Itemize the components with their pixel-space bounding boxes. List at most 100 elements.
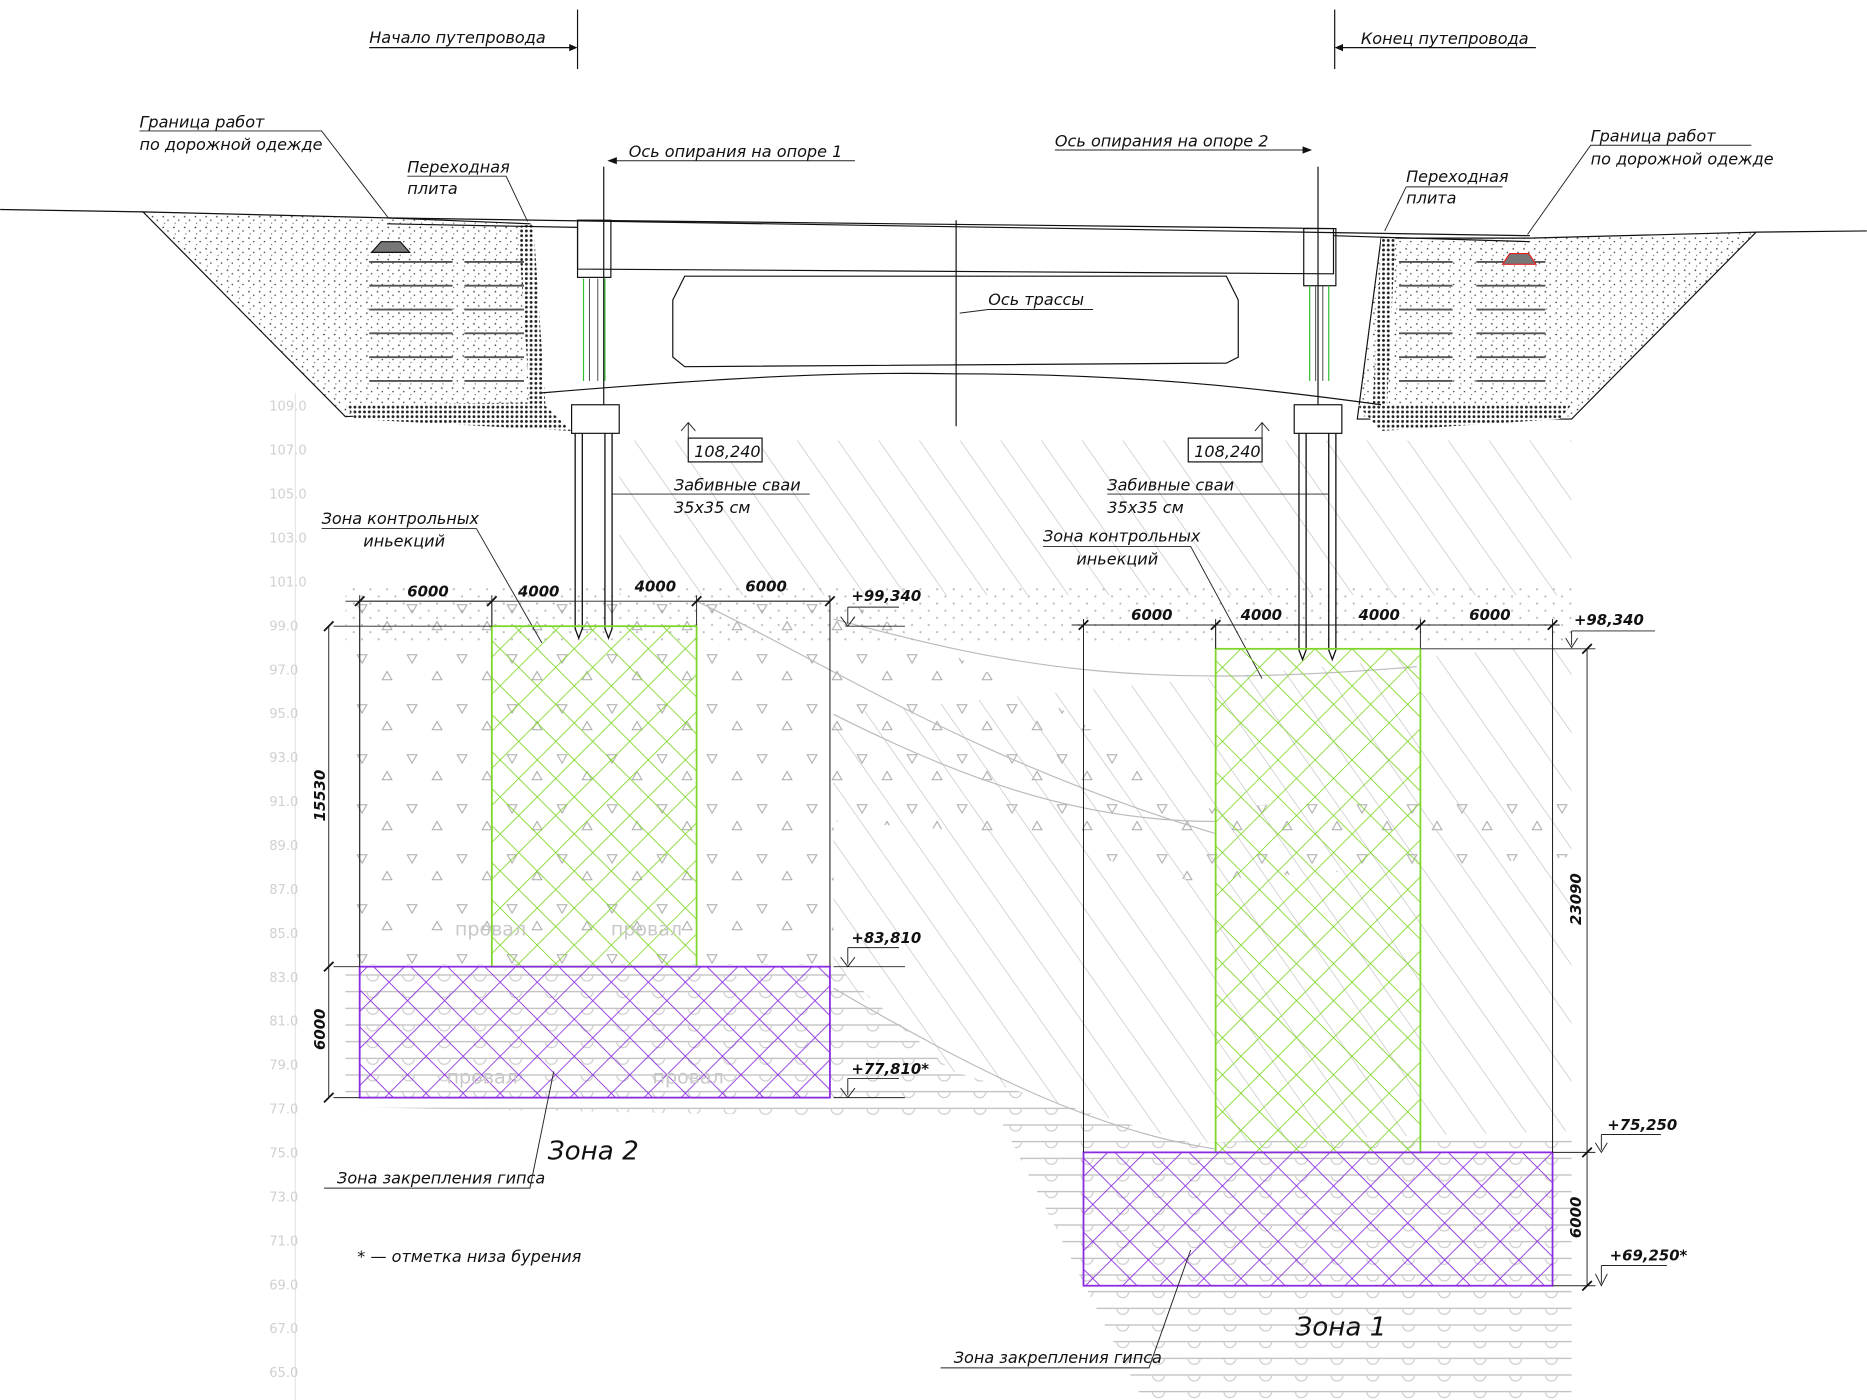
elevation-scale-label: 91.0 [269,795,298,810]
support-axis-1-callout: Ось опирания на опоре 1 [607,142,855,165]
start-label: Начало путепровода [369,28,545,47]
svg-text:23090: 23090 [1567,873,1585,925]
start-marker: Начало путепровода [369,9,579,70]
svg-text:Переходная: Переходная [407,158,510,177]
svg-text:провал: провал [447,1066,518,1088]
elevation-scale-label: 67.0 [269,1322,298,1337]
elevation-scale-label: 101.0 [269,575,306,590]
end-marker: Конец путепровода [1334,9,1536,70]
elevation-scale-label: 99.0 [269,619,298,634]
svg-text:108,240: 108,240 [1194,442,1260,461]
svg-text:Забивные сваи: Забивные сваи [1107,475,1234,494]
work-boundary-right-callout: Граница работ по дорожной одежде [1527,127,1774,235]
zone-2-label: Зона 2 [548,1137,639,1167]
svg-text:Зона закрепления гипса: Зона закрепления гипса [954,1348,1162,1367]
svg-text:6000: 6000 [407,582,448,600]
svg-text:6000: 6000 [1567,1197,1585,1238]
elev-right-top: +98,340 [1565,611,1655,649]
svg-text:Ось трассы: Ось трассы [988,290,1084,309]
gypsum-fix-zone-right [1082,1151,1554,1287]
control-zone-left-callout: Зона контрольных иньекций [321,509,543,644]
soil-layer-clay-upper [619,440,1572,596]
svg-text:6000: 6000 [311,1009,329,1050]
elev-right-bottom: +69,250* [1594,1247,1688,1287]
elev-right-mid: +75,250 [1595,1116,1677,1154]
svg-text:4000: 4000 [1358,606,1400,624]
svg-text:+69,250*: +69,250* [1610,1247,1688,1265]
support-axis-2-callout: Ось опирания на опоре 2 [1054,131,1313,154]
svg-text:Зона контрольных: Зона контрольных [322,509,480,528]
gypsum-fix-zone-left [358,965,831,1099]
elev-left-top: +99,340 [840,587,921,627]
elev-left-mid: +83,810 [833,929,921,968]
route-axis-callout: Ось трассы [959,290,1094,314]
elevation-scale-label: 81.0 [269,1015,298,1030]
elevation-scale-label: 103.0 [269,532,306,547]
elevation-scale-label: 79.0 [269,1059,298,1074]
elevation-scale: 109.0107.0105.0103.0101.099.097.095.093.… [269,400,306,1381]
svg-text:Забивные сваи: Забивные сваи [674,475,801,494]
svg-text:иньекций: иньекций [1076,549,1158,568]
svg-text:по дорожной одежде: по дорожной одежде [1591,149,1774,168]
elevation-scale-label: 69.0 [269,1278,298,1293]
gypsum-zone-right-callout: Зона закрепления гипса [940,1249,1192,1369]
svg-text:Зона закрепления гипса: Зона закрепления гипса [337,1168,545,1187]
svg-text:плита: плита [1406,189,1456,208]
svg-text:108,240: 108,240 [694,442,760,461]
elevation-mark-right: 108,240 [1187,421,1270,463]
footnote: * — отметка низа бурения [357,1247,581,1266]
elevation-scale-label: 105.0 [269,488,306,503]
svg-text:+83,810: +83,810 [851,929,921,947]
svg-text:4000: 4000 [517,582,559,600]
piles-right-callout: Забивные сваи 35x35 см [1107,475,1329,517]
elevation-scale-label: 75.0 [269,1147,298,1162]
svg-text:иньекций: иньекций [363,531,445,550]
svg-text:Граница работ: Граница работ [139,112,265,131]
svg-text:6000: 6000 [1131,606,1172,624]
elevation-scale-label: 71.0 [269,1234,298,1249]
elevation-scale-label: 65.0 [269,1366,298,1381]
svg-text:4000: 4000 [1240,606,1282,624]
elevation-scale-label: 89.0 [269,839,298,854]
svg-text:6000: 6000 [1469,606,1510,624]
elevation-scale-label: 95.0 [269,707,298,722]
svg-text:Ось опирания на опоре 1: Ось опирания на опоре 1 [629,142,843,161]
gypsum-zone-left-callout: Зона закрепления гипса [323,1071,555,1189]
transition-slab-right-callout: Переходная плита [1384,167,1509,232]
svg-text:по дорожной одежде: по дорожной одежде [139,135,322,154]
svg-text:6000: 6000 [745,578,786,596]
svg-text:Переходная: Переходная [1406,167,1509,186]
transition-slab-left-callout: Переходная плита [407,158,528,222]
bridge-structure [0,166,1867,662]
svg-text:+99,340: +99,340 [851,587,921,605]
elevation-scale-label: 77.0 [269,1103,298,1118]
svg-text:+98,340: +98,340 [1574,611,1644,629]
end-label: Конец путепровода [1361,29,1529,48]
elevation-scale-label: 83.0 [269,971,298,986]
elevation-scale-label: 87.0 [269,883,298,898]
svg-text:+75,250: +75,250 [1607,1116,1677,1134]
elevation-scale-label: 73.0 [269,1190,298,1205]
elevation-mark-left: 108,240 [680,421,763,463]
svg-text:15530: 15530 [311,770,329,822]
zone-1-label: Зона 1 [1295,1313,1386,1343]
elevation-scale-label: 97.0 [269,663,298,678]
control-injection-zone-right [1214,647,1422,1154]
zone-2: провал провал провал провал 6000 4000 40… [311,578,929,1189]
svg-text:провал: провал [653,1066,724,1088]
svg-text:Ось опирания на опоре 2: Ось опирания на опоре 2 [1055,131,1269,150]
svg-text:плита: плита [407,179,457,198]
elevation-scale-label: 85.0 [269,927,298,942]
elevation-scale-label: 107.0 [269,444,306,459]
work-boundary-left-callout: Граница работ по дорожной одежде [139,112,389,219]
zone-1: 6000 4000 4000 6000 23090 6000 +98,340 +… [940,606,1688,1369]
svg-text:4000: 4000 [634,578,676,596]
elev-left-bottom: +77,810* [833,1060,929,1099]
control-zone-right-callout: Зона контрольных иньекций [1043,527,1263,679]
elevation-scale-label: 109.0 [269,400,306,415]
control-injection-zone-left [490,625,698,968]
piles-left-callout: Забивные сваи 35x35 см [612,475,810,517]
svg-text:35x35 см: 35x35 см [1107,498,1183,517]
left-embankment [141,211,572,431]
svg-text:35x35 см: 35x35 см [674,498,750,517]
